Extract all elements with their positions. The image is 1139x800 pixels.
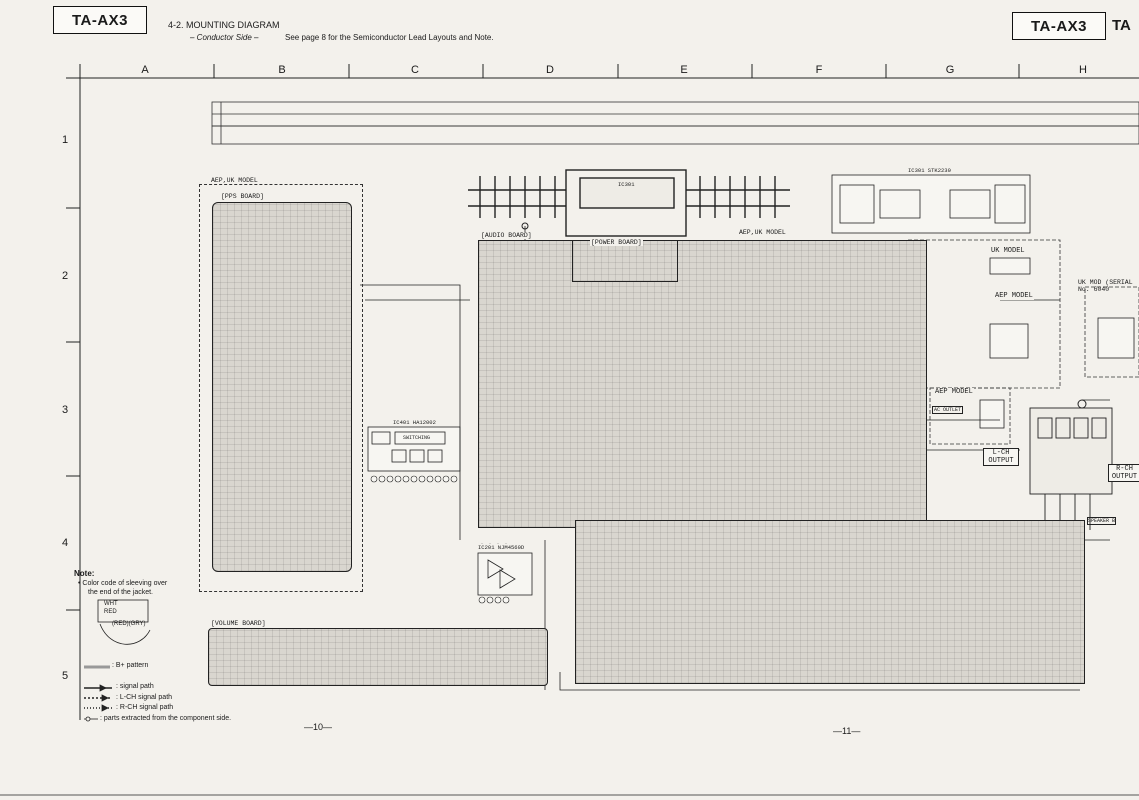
grid-col-c: C (411, 64, 419, 76)
audio-board-lower (575, 520, 1085, 684)
ic401-func-label: SWITCHING (403, 435, 431, 441)
legend-extracted: : parts extracted from the component sid… (100, 715, 232, 722)
note-wht: WHT (104, 601, 118, 607)
audio-board-label: [AUDIO BOARD] (480, 232, 533, 239)
grid-row-5: 5 (62, 670, 69, 682)
grid-col-a: A (141, 64, 149, 76)
ic201-label: IC201 NJM4560D (478, 544, 525, 551)
legend-lch-path: : L-CH signal path (116, 694, 173, 701)
audio-board (478, 240, 927, 528)
pps-board-outline (199, 184, 363, 592)
grid-row-3: 3 (62, 404, 69, 416)
speaker-b-label: SPEAKER B (1087, 517, 1117, 525)
ic301-top-label: IC301 (618, 181, 635, 188)
volume-board (208, 628, 548, 686)
grid-col-g: G (945, 64, 955, 76)
note-red-gry: (RED)(GRY) (112, 621, 146, 627)
note-sleeving-1: • Color code of sleeving over (78, 580, 168, 587)
pps-board-model: AEP,UK MODEL (210, 177, 259, 184)
aep-model-label-2: AEP MODEL (934, 388, 974, 396)
page-number-right: —11— (833, 726, 861, 736)
model-badge-right-text: TA-AX3 (1030, 17, 1088, 35)
pps-board-label: [PPS BOARD] (220, 193, 265, 200)
legend-signal-path: : signal path (116, 683, 154, 690)
uk-model-label: UK MODEL (990, 247, 1026, 255)
uk-serial-label: UK MOD (SERIAL No. 6040 (1078, 279, 1133, 293)
lch-output-label: L-CH OUTPUT (983, 448, 1019, 466)
grid-col-e: E (680, 64, 688, 76)
volume-board-label: [VOLUME BOARD] (210, 620, 267, 627)
model-badge-right: TA-AX3 (1012, 12, 1106, 40)
power-board (572, 240, 678, 282)
aep-model-label: AEP MODEL (994, 292, 1034, 300)
rch-output-label: R-CH OUTPUT (1108, 464, 1139, 482)
note-red: RED (104, 609, 117, 615)
grid-col-f: F (815, 64, 823, 76)
grid-col-d: D (546, 64, 554, 76)
grid-row-4: 4 (62, 537, 69, 549)
legend-rch-path: : R-CH signal path (116, 704, 174, 711)
ic401-label: IC401 HA12002 (393, 419, 436, 426)
power-board-model: AEP,UK MODEL (738, 229, 787, 236)
ic301-stk-label: IC301 STK2230 (908, 167, 951, 174)
section-subtitle: – Conductor Side – (190, 33, 259, 42)
section-title: 4-2. MOUNTING DIAGRAM (168, 20, 280, 30)
section-reference: See page 8 for the Semiconductor Lead La… (285, 33, 494, 42)
note-sleeving-2: the end of the jacket. (88, 589, 153, 596)
model-badge-left: TA-AX3 (53, 6, 147, 34)
model-badge-right-cut: TA (1112, 17, 1131, 34)
ac-outlet-label: AC OUTLET (932, 406, 964, 414)
legend-b-pattern: : B+ pattern (112, 662, 149, 669)
grid-col-b: B (278, 64, 286, 76)
page-number-left: —10— (304, 722, 333, 732)
note-title: Note: (74, 569, 95, 578)
power-board-label: [POWER BOARD] (590, 239, 643, 246)
grid-row-1: 1 (62, 134, 69, 146)
model-badge-left-text: TA-AX3 (71, 11, 129, 29)
grid-col-h: H (1079, 64, 1087, 76)
grid-row-2: 2 (62, 270, 69, 282)
pps-board (212, 202, 352, 572)
